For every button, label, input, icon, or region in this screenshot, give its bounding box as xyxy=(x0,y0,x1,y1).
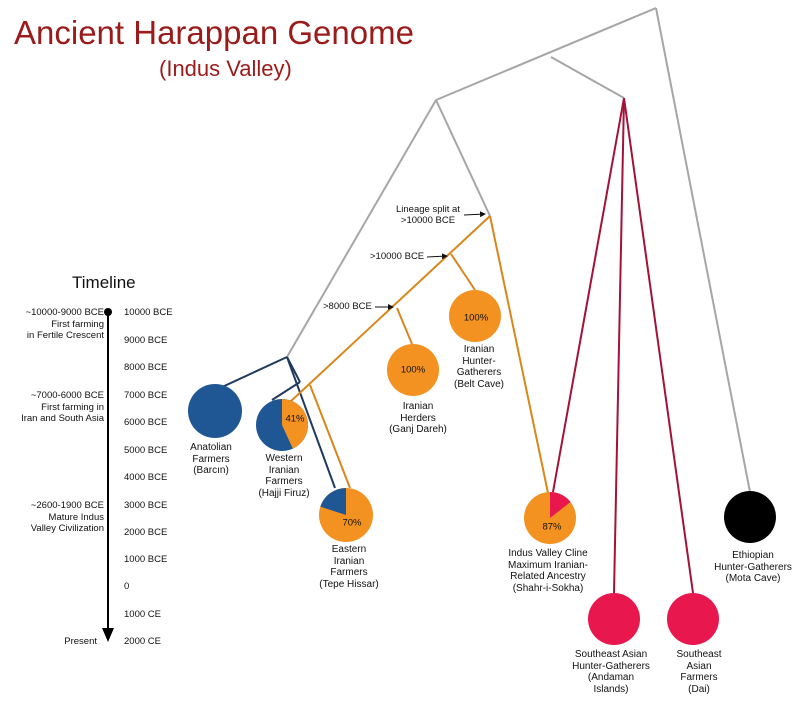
pct-western-iranian: 41% xyxy=(285,413,305,425)
timeline-title: Timeline xyxy=(72,273,136,292)
grey-branches xyxy=(286,7,751,493)
branch-anatolian xyxy=(219,356,288,389)
branch-orange-b xyxy=(450,253,476,291)
timeline-date: 2000 BCE xyxy=(124,527,168,538)
circle-western-iranian xyxy=(256,399,309,451)
split-label-2: >10000 BCE xyxy=(370,251,425,262)
population-circles xyxy=(188,290,776,645)
circle-iranian-hunter-gatherers xyxy=(449,290,501,342)
branch-crimson-andaman xyxy=(613,97,625,594)
branch-orange-stem xyxy=(435,99,491,217)
circle-iranian-herders xyxy=(387,344,439,396)
crimson-branches xyxy=(552,97,694,594)
circle-indus-valley xyxy=(524,492,576,544)
branch-western-navy-2 xyxy=(271,381,301,401)
branch-crimson-dai xyxy=(623,97,694,594)
circle-southeast-asian-hg xyxy=(588,593,640,645)
timeline-date: 4000 BCE xyxy=(124,472,168,483)
timeline-date: 6000 BCE xyxy=(124,417,168,428)
page-title: Ancient Harappan Genome xyxy=(14,14,414,51)
timeline-date: 3000 BCE xyxy=(124,500,168,511)
circle-ethiopian xyxy=(724,491,776,543)
split-label-3: >8000 BCE xyxy=(323,301,372,312)
timeline-date: 8000 BCE xyxy=(124,362,168,373)
split-arrows xyxy=(375,211,486,310)
timeline-date: 5000 BCE xyxy=(124,445,168,456)
timeline-date: 10000 BCE xyxy=(124,307,173,318)
timeline-arrow xyxy=(102,308,114,642)
navy-branches xyxy=(219,356,336,489)
page-subtitle: (Indus Valley) xyxy=(159,56,292,81)
timeline-event-present: Present xyxy=(64,636,97,647)
branch-eastern-navy xyxy=(286,356,336,489)
timeline-date: 9000 BCE xyxy=(124,335,168,346)
timeline-date: 1000 CE xyxy=(124,609,161,620)
branch-orange-eastern xyxy=(309,384,351,489)
pct-iranian-hunter-gatherers: 100% xyxy=(463,312,489,324)
branch-root-left xyxy=(435,7,657,101)
split-label-1: Lineage split at>10000 BCE xyxy=(396,204,460,226)
branch-navy-stem xyxy=(286,99,437,358)
branch-asian xyxy=(550,56,625,99)
circle-southeast-asian-farmers xyxy=(667,593,719,645)
timeline-date: 7000 BCE xyxy=(124,390,168,401)
branch-root-right xyxy=(655,7,751,493)
timeline-date: 0 xyxy=(124,581,130,592)
branch-orange-c xyxy=(396,307,413,345)
pct-iranian-herders: 100% xyxy=(400,364,426,376)
circle-anatolian xyxy=(188,384,242,438)
timeline-date: 2000 CE xyxy=(124,636,161,647)
timeline-date: 1000 BCE xyxy=(124,554,168,565)
circle-eastern-iranian xyxy=(319,487,373,542)
branch-crimson-indus xyxy=(552,97,625,493)
pct-eastern-iranian: 70% xyxy=(342,517,362,529)
orange-branches xyxy=(289,215,549,494)
pct-indus-valley: 87% xyxy=(542,521,562,533)
branch-orange-indus xyxy=(489,215,549,494)
